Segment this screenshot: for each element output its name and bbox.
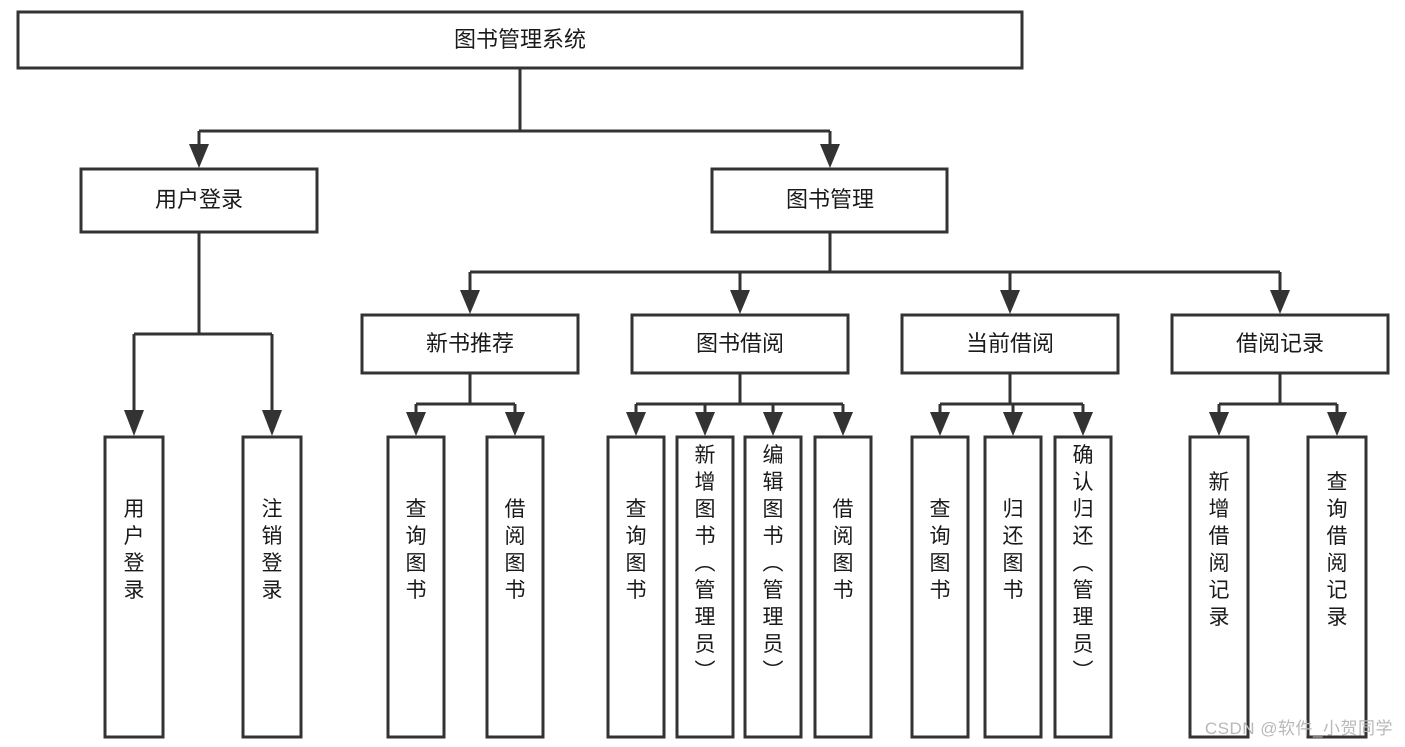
node-leaf-add-borrow-record-box[interactable] xyxy=(1188,435,1250,739)
node-book-borrow[interactable]: 图书借阅 xyxy=(630,313,850,375)
node-borrow-record-box[interactable] xyxy=(1170,313,1390,375)
arrow-head-leaf-add-book xyxy=(695,412,715,436)
arrow-head-leaf-confirm-return xyxy=(1073,412,1093,436)
connector-group-book-borrow xyxy=(626,373,853,436)
node-leaf-borrow-book[interactable]: 借阅图书 xyxy=(813,435,873,739)
connector-group-current-borrow xyxy=(930,373,1093,436)
arrow-head-leaf-query-book-borrow xyxy=(626,412,646,436)
node-user-login-label: 用户登录 xyxy=(155,187,243,212)
node-leaf-query-book-borrow[interactable]: 查询图书 xyxy=(606,435,666,739)
arrow-head-leaf-user-logout xyxy=(262,410,282,436)
node-leaf-return-book-box[interactable] xyxy=(983,435,1043,739)
node-leaf-add-borrow-record-label: 新增借阅记录 xyxy=(1209,471,1230,629)
node-root-label: 图书管理系统 xyxy=(454,27,586,52)
node-root-box[interactable] xyxy=(16,10,1024,70)
node-new-book-recommend-box[interactable] xyxy=(360,313,580,375)
node-leaf-borrow-book-box[interactable] xyxy=(813,435,873,739)
arrow-head-current-borrow xyxy=(1000,290,1020,314)
node-leaf-borrow-book-recommend[interactable]: 借阅图书 xyxy=(485,435,545,739)
node-book-manage[interactable]: 图书管理 xyxy=(710,167,949,234)
node-leaf-user-login[interactable]: 用户登录 xyxy=(103,435,165,739)
node-leaf-user-logout-label: 注销登录 xyxy=(262,498,283,602)
node-leaf-query-book-current-label: 查询图书 xyxy=(930,498,951,602)
node-leaf-edit-book-label: 编辑图书︵管理员︶ xyxy=(763,444,784,683)
node-leaf-borrow-book-recommend-label: 借阅图书 xyxy=(505,498,526,602)
node-leaf-borrow-book-label: 借阅图书 xyxy=(833,498,854,602)
node-leaf-query-book-recommend[interactable]: 查询图书 xyxy=(386,435,446,739)
node-leaf-confirm-return-label: 确认归还︵管理员︶ xyxy=(1073,444,1094,683)
connector-group-book-manage xyxy=(460,232,1290,314)
node-leaf-add-book-box[interactable] xyxy=(675,435,735,739)
node-leaf-user-logout-box[interactable] xyxy=(241,435,303,739)
node-book-borrow-label: 图书借阅 xyxy=(696,331,784,356)
arrow-head-leaf-borrow-book xyxy=(833,412,853,436)
node-book-manage-box[interactable] xyxy=(710,167,949,234)
arrow-head-book-manage xyxy=(820,144,840,168)
node-leaf-user-login-box[interactable] xyxy=(103,435,165,739)
node-current-borrow[interactable]: 当前借阅 xyxy=(900,313,1120,375)
node-leaf-borrow-book-recommend-box[interactable] xyxy=(485,435,545,739)
arrow-head-leaf-query-book-current xyxy=(930,412,950,436)
arrow-head-new-book-recommend xyxy=(460,290,480,314)
node-current-borrow-box[interactable] xyxy=(900,313,1120,375)
arrow-head-leaf-edit-book xyxy=(763,412,783,436)
node-user-login-box[interactable] xyxy=(79,167,319,234)
arrow-head-leaf-query-book-recommend xyxy=(406,412,426,436)
node-root[interactable]: 图书管理系统 xyxy=(16,10,1024,70)
arrow-head-leaf-return-book xyxy=(1003,412,1023,436)
csdn-watermark: CSDN @软件_小贺同学 xyxy=(1204,719,1393,738)
node-leaf-user-login-label: 用户登录 xyxy=(124,498,145,602)
node-leaf-query-book-recommend-box[interactable] xyxy=(386,435,446,739)
node-borrow-record-label: 借阅记录 xyxy=(1236,331,1324,356)
node-book-borrow-box[interactable] xyxy=(630,313,850,375)
arrow-head-leaf-add-borrow-record xyxy=(1209,412,1229,436)
node-leaf-edit-book[interactable]: 编辑图书︵管理员︶ xyxy=(743,435,803,739)
arrow-head-user-login xyxy=(189,144,209,168)
node-leaf-query-book-borrow-label: 查询图书 xyxy=(626,498,647,602)
node-new-book-recommend-label: 新书推荐 xyxy=(426,331,514,356)
node-leaf-return-book[interactable]: 归还图书 xyxy=(983,435,1043,739)
node-leaf-query-book-current[interactable]: 查询图书 xyxy=(910,435,970,739)
arrow-head-leaf-user-login xyxy=(124,410,144,436)
node-leaf-edit-book-box[interactable] xyxy=(743,435,803,739)
node-book-manage-label: 图书管理 xyxy=(786,187,874,212)
node-user-login[interactable]: 用户登录 xyxy=(79,167,319,234)
arrow-head-book-borrow xyxy=(730,290,750,314)
node-borrow-record[interactable]: 借阅记录 xyxy=(1170,313,1390,375)
arrow-head-borrow-record xyxy=(1270,290,1290,314)
node-leaf-confirm-return[interactable]: 确认归还︵管理员︶ xyxy=(1053,435,1113,739)
node-leaf-query-borrow-record[interactable]: 查询借阅记录 xyxy=(1306,435,1368,739)
node-leaf-add-borrow-record[interactable]: 新增借阅记录 xyxy=(1188,435,1250,739)
arrow-head-leaf-borrow-book-recommend xyxy=(505,412,525,436)
node-leaf-query-book-recommend-label: 查询图书 xyxy=(406,498,427,602)
node-leaf-query-book-borrow-box[interactable] xyxy=(606,435,666,739)
node-leaf-query-borrow-record-label: 查询借阅记录 xyxy=(1327,471,1348,629)
connector-group-new-book-recommend xyxy=(406,373,525,436)
arrow-head-leaf-query-borrow-record xyxy=(1327,412,1347,436)
node-leaf-confirm-return-box[interactable] xyxy=(1053,435,1113,739)
node-current-borrow-label: 当前借阅 xyxy=(966,331,1054,356)
node-leaf-add-book[interactable]: 新增图书︵管理员︶ xyxy=(675,435,735,739)
connector-group-user-login xyxy=(124,232,282,436)
connector-group-borrow-record xyxy=(1209,373,1347,436)
connector-group-root xyxy=(189,68,840,168)
node-leaf-query-book-current-box[interactable] xyxy=(910,435,970,739)
node-leaf-user-logout[interactable]: 注销登录 xyxy=(241,435,303,739)
node-leaf-add-book-label: 新增图书︵管理员︶ xyxy=(695,444,716,683)
node-new-book-recommend[interactable]: 新书推荐 xyxy=(360,313,580,375)
node-leaf-return-book-label: 归还图书 xyxy=(1003,498,1024,602)
node-leaf-query-borrow-record-box[interactable] xyxy=(1306,435,1368,739)
